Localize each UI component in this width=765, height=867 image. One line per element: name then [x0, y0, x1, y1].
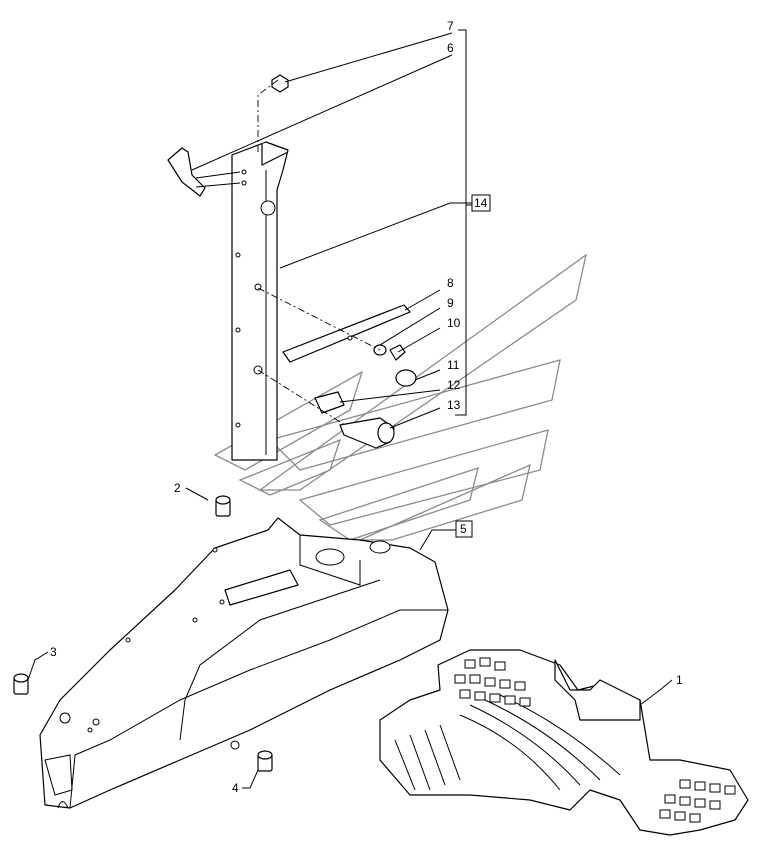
callout-3: 3 — [50, 645, 57, 659]
slotted-bar — [282, 304, 411, 363]
callout-14-box — [471, 194, 491, 212]
callout-5: 5 — [460, 522, 467, 536]
callout-labels: 7 6 14 8 9 10 11 12 13 2 5 3 1 4 — [50, 19, 683, 795]
callout-12: 12 — [447, 378, 461, 392]
callout-10: 10 — [447, 316, 461, 330]
callout-2: 2 — [174, 481, 181, 495]
bolt — [389, 344, 406, 361]
callout-8: 8 — [447, 276, 454, 290]
watermark-logo — [213, 253, 588, 541]
callout-13: 13 — [447, 398, 461, 412]
cap — [395, 369, 417, 387]
hook-bracket — [167, 147, 206, 197]
callout-11: 11 — [447, 358, 460, 372]
fender-cover — [39, 517, 449, 809]
callout-bracket-frame — [455, 29, 467, 416]
small-fitting — [314, 391, 345, 414]
leader-lines-lower — [27, 487, 673, 789]
callout-1: 1 — [676, 673, 683, 687]
bracket-assembly — [167, 74, 417, 461]
spacer-left — [13, 673, 29, 695]
spacer-top — [215, 495, 231, 517]
floor-mat — [379, 649, 749, 836]
callout-6: 6 — [447, 41, 454, 55]
callout-7: 7 — [447, 19, 454, 33]
leader-lines-upper — [191, 32, 472, 429]
spacer-bottom — [257, 750, 273, 772]
floor-mat-body — [379, 649, 749, 836]
nut — [271, 74, 289, 93]
callout-14: 14 — [474, 196, 488, 210]
callout-9: 9 — [447, 296, 454, 310]
callout-4: 4 — [232, 781, 239, 795]
callout-5-box — [455, 520, 473, 538]
fender-body — [39, 517, 449, 809]
bracket-column — [231, 141, 289, 461]
